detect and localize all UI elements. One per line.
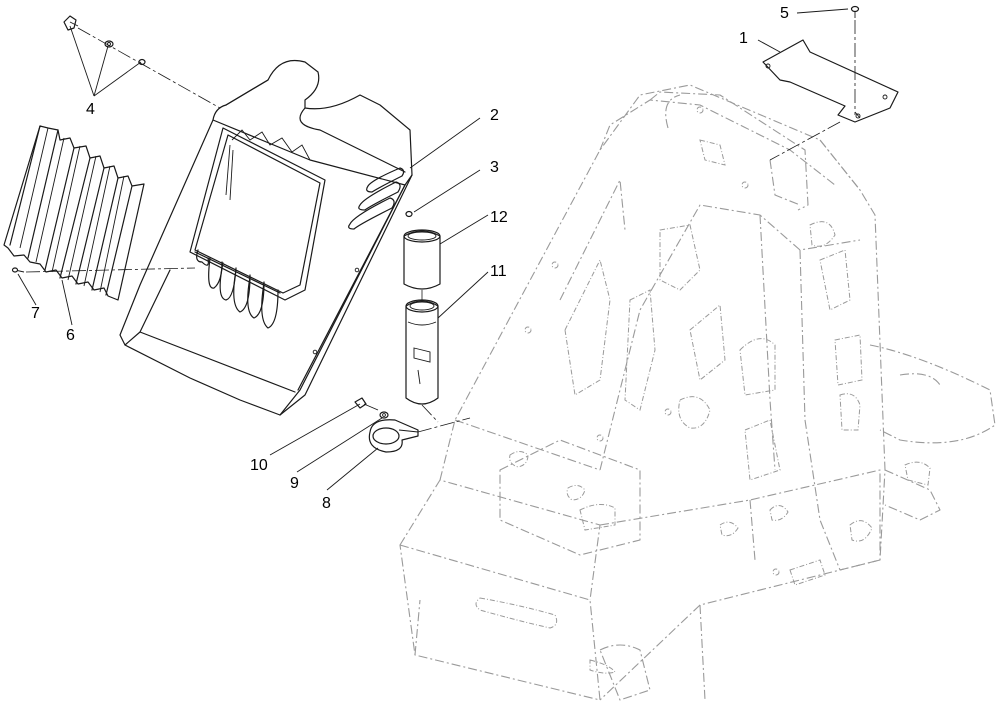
leader-lines	[17, 8, 849, 491]
callouts: 1 2 3 4 5 6 7 8 9 10 11 12	[31, 5, 789, 512]
part-3-screw	[405, 210, 413, 218]
callout-11: 11	[490, 263, 507, 280]
part-2-cover-panel	[119, 59, 413, 416]
part-1-cover-plate	[762, 39, 899, 123]
callout-10: 10	[250, 457, 268, 474]
callout-7: 7	[31, 305, 40, 322]
callout-6: 6	[66, 327, 75, 344]
part-10-bolt	[354, 397, 379, 411]
callout-1: 1	[739, 30, 748, 47]
callout-12: 12	[490, 209, 508, 226]
part-12-cap	[403, 229, 441, 290]
callout-5: 5	[780, 5, 789, 22]
callout-9: 9	[290, 475, 299, 492]
part-6-louver	[3, 125, 145, 301]
part-9-washer	[379, 411, 389, 419]
part-8-clamp	[368, 419, 419, 453]
callout-8: 8	[322, 495, 331, 512]
callout-2: 2	[490, 107, 499, 124]
part-7-screw	[11, 267, 25, 273]
callout-3: 3	[490, 159, 499, 176]
part-5-screw	[850, 5, 860, 18]
callout-4: 4	[86, 101, 95, 118]
machine-frame	[399, 84, 996, 701]
part-11-tube-holder	[405, 299, 439, 405]
